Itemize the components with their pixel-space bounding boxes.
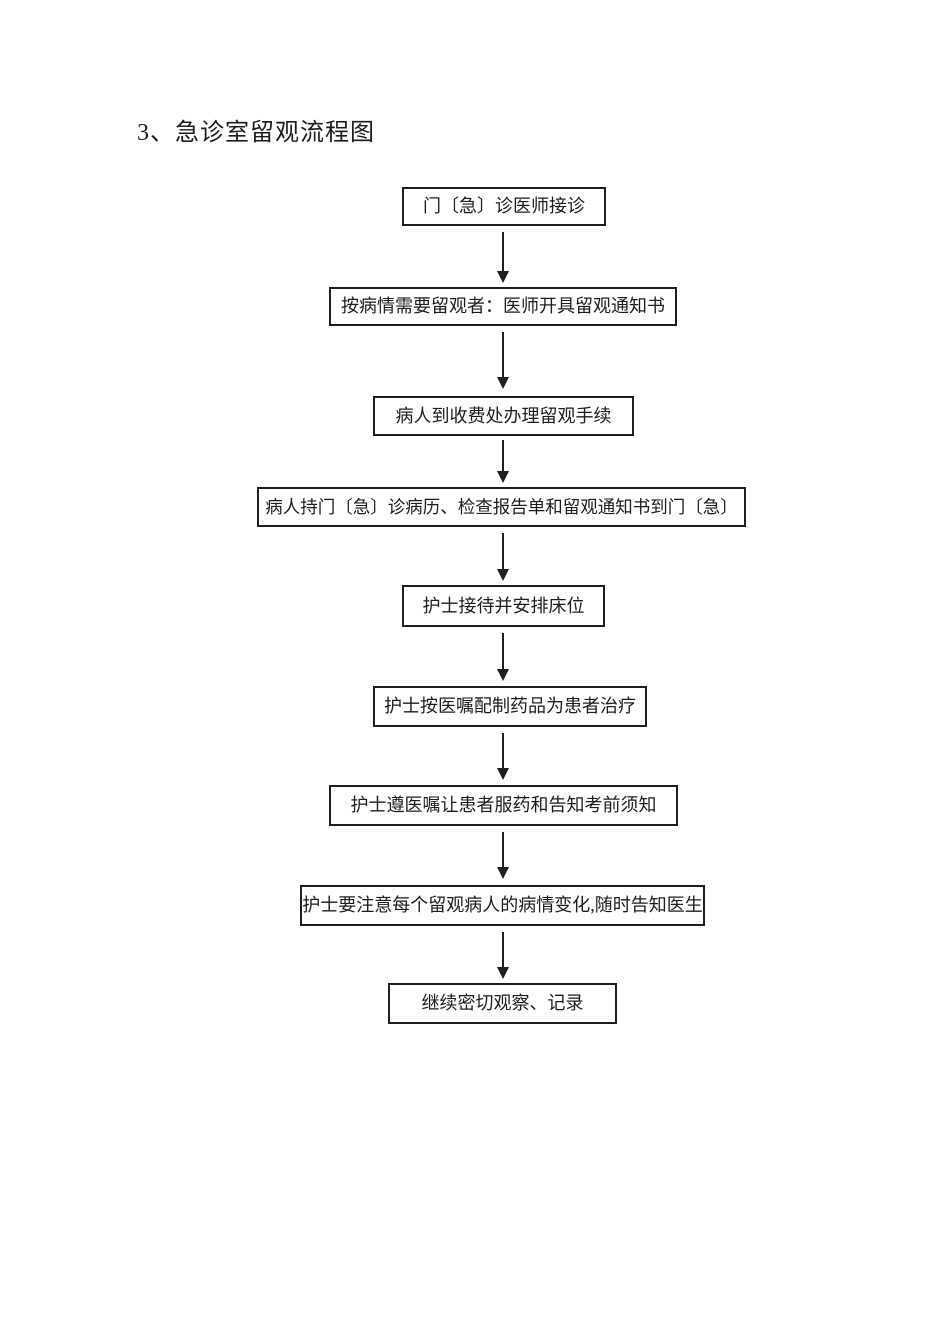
flow-step-nurse-prepare-medicine: 护士按医嘱配制药品为患者治疗	[373, 686, 647, 727]
flow-step-doctor-reception: 门〔急〕诊医师接诊	[402, 187, 606, 226]
flow-step-nurse-monitor-condition: 护士要注意每个留观病人的病情变化,随时告知医生	[300, 885, 705, 926]
flow-step-nurse-administer-medicine: 护士遵医嘱让患者服药和告知考前须知	[329, 785, 678, 826]
flow-step-observation-notice: 按病情需要留观者：医师开具留观通知书	[329, 287, 677, 326]
arrow-down-icon	[496, 533, 509, 581]
arrow-down-icon	[496, 332, 509, 389]
arrow-down-icon	[496, 932, 509, 979]
arrow-down-icon	[496, 832, 509, 879]
flow-step-payment-procedure: 病人到收费处办理留观手续	[373, 396, 634, 436]
flow-step-bring-documents: 病人持门〔急〕诊病历、检查报告单和留观通知书到门〔急〕	[257, 487, 746, 527]
flow-step-continue-observation: 继续密切观察、记录	[388, 983, 617, 1024]
arrow-down-icon	[496, 440, 509, 483]
page-title: 3、急诊室留观流程图	[137, 120, 375, 146]
flow-step-nurse-arrange-bed: 护士接待并安排床位	[402, 585, 605, 627]
arrow-down-icon	[496, 232, 509, 283]
arrow-down-icon	[496, 733, 509, 780]
arrow-down-icon	[496, 633, 509, 681]
